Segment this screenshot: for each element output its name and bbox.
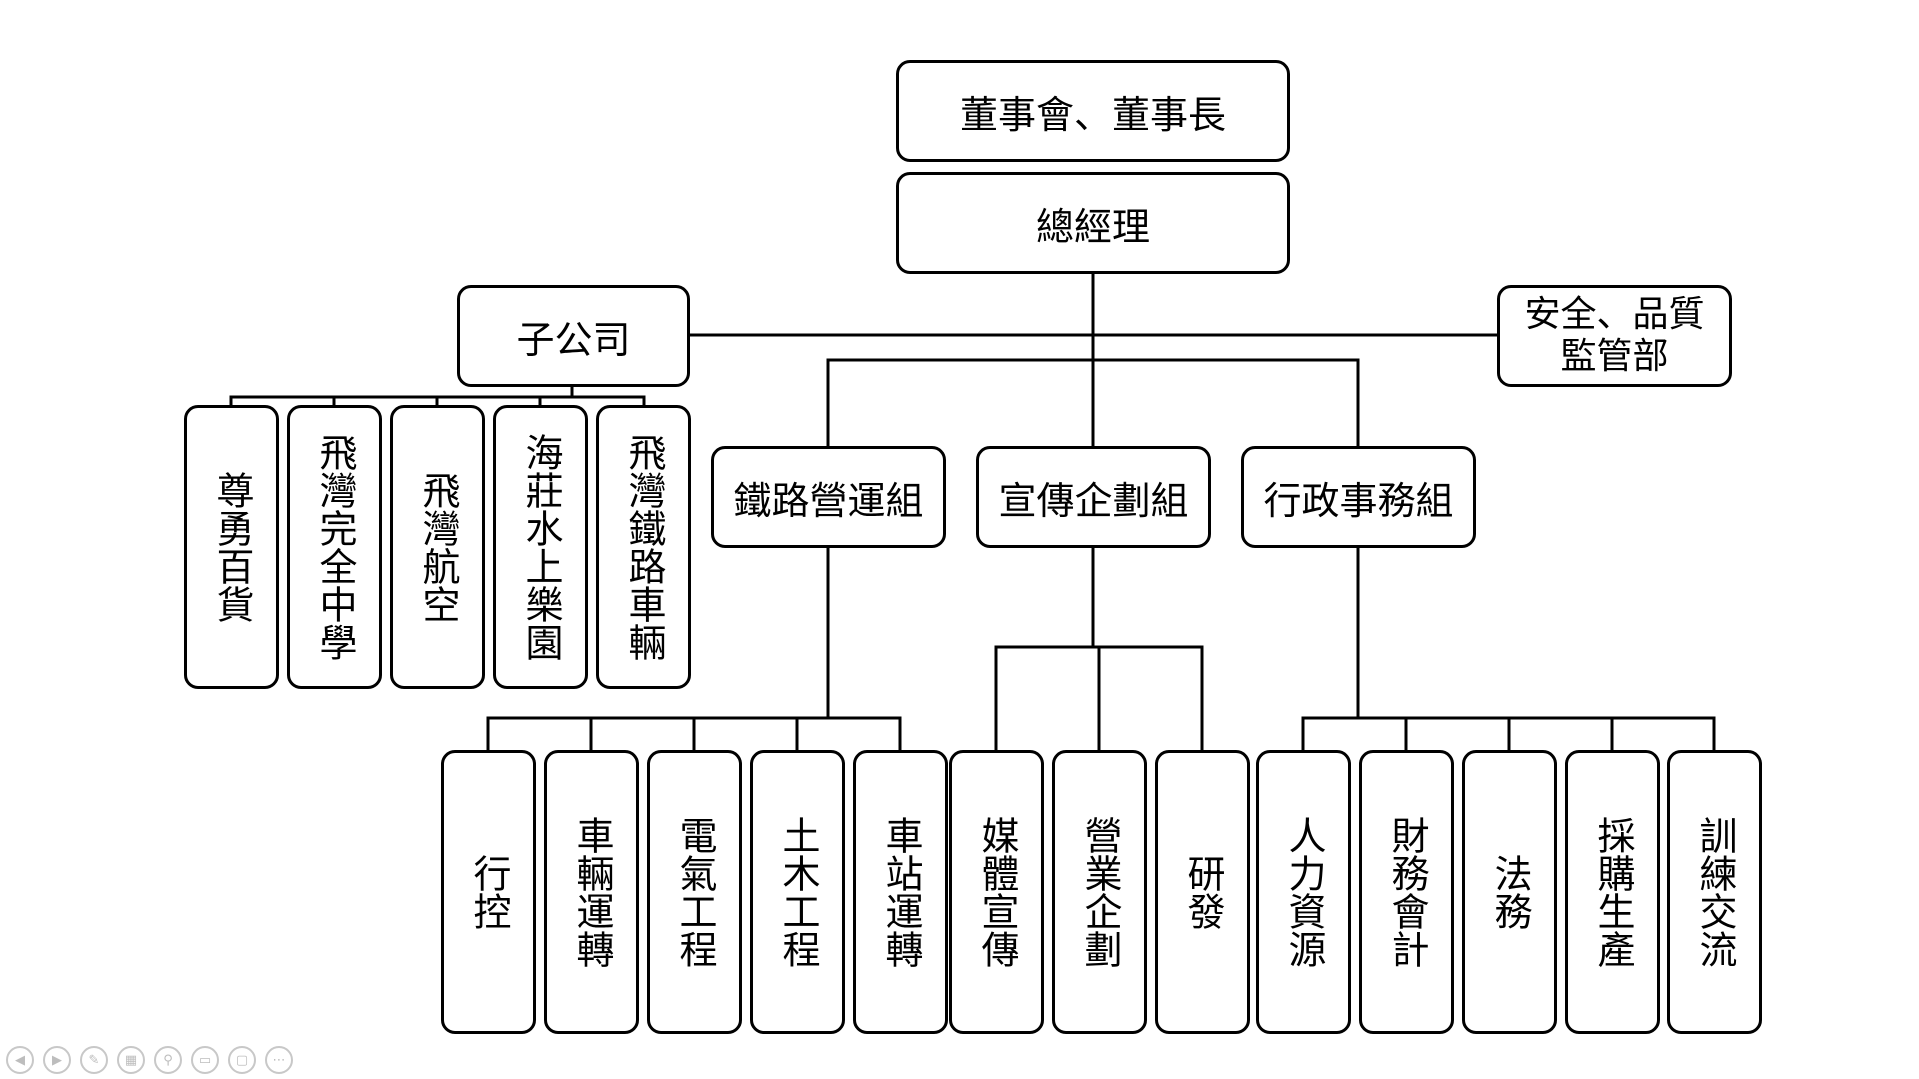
subtitle-icon[interactable]: ▭ (191, 1046, 219, 1074)
admin-child-label: 訓練交流 (1693, 816, 1737, 968)
railway-child-label: 車輛運轉 (570, 816, 614, 968)
pen-icon[interactable]: ✎ (80, 1046, 108, 1074)
railway-child-box: 車輛運轉 (544, 750, 639, 1034)
admin-child-box: 採購生產 (1565, 750, 1660, 1034)
sub-child-box: 尊勇百貨 (184, 405, 279, 689)
gm-box: 總經理 (896, 172, 1290, 274)
camera-off-icon[interactable]: ▢ (228, 1046, 256, 1074)
sub-child-label: 尊勇百貨 (210, 471, 254, 623)
admin-child-label: 人力資源 (1282, 816, 1326, 968)
slides-icon[interactable]: ▦ (117, 1046, 145, 1074)
safety-label-line2: 監管部 (1560, 336, 1669, 377)
board-box: 董事會、董事長 (896, 60, 1290, 162)
admin-child-label: 法務 (1488, 854, 1532, 930)
railway-child-box: 電氣工程 (647, 750, 742, 1034)
railway-child-label: 行控 (467, 854, 511, 930)
railway-box: 鐵路營運組 (711, 446, 946, 548)
publicity-label: 宣傳企劃組 (998, 478, 1189, 523)
sub-child-box: 飛灣鐵路車輛 (596, 405, 691, 689)
railway-child-label: 電氣工程 (673, 816, 717, 968)
publicity-child-box: 媒體宣傳 (949, 750, 1044, 1034)
sub-child-label: 飛灣完全中學 (313, 433, 357, 661)
railway-child-box: 車站運轉 (853, 750, 948, 1034)
next-icon[interactable]: ▶ (43, 1046, 71, 1074)
publicity-child-label: 營業企劃 (1078, 816, 1122, 968)
safety-box: 安全、品質 監管部 (1497, 285, 1732, 387)
publicity-child-box: 營業企劃 (1052, 750, 1147, 1034)
safety-label-line1: 安全、品質 (1524, 294, 1705, 335)
admin-child-label: 採購生產 (1591, 816, 1635, 968)
admin-child-box: 財務會計 (1359, 750, 1454, 1034)
railway-child-label: 土木工程 (776, 816, 820, 968)
admin-child-box: 人力資源 (1256, 750, 1351, 1034)
more-icon[interactable]: ⋯ (265, 1046, 293, 1074)
publicity-child-label: 研發 (1181, 854, 1225, 930)
sub-child-box: 海莊水上樂園 (493, 405, 588, 689)
subsidiary-label: 子公司 (516, 317, 631, 362)
zoom-icon[interactable]: ⚲ (154, 1046, 182, 1074)
railway-label: 鐵路營運組 (733, 478, 924, 523)
gm-label: 總經理 (1035, 204, 1150, 249)
slideshow-toolbar: ◀ ▶ ✎ ▦ ⚲ ▭ ▢ ⋯ (6, 1046, 293, 1076)
admin-child-box: 法務 (1462, 750, 1557, 1034)
publicity-child-box: 研發 (1155, 750, 1250, 1034)
admin-child-box: 訓練交流 (1667, 750, 1762, 1034)
railway-child-box: 行控 (441, 750, 536, 1034)
sub-child-label: 海莊水上樂園 (519, 433, 563, 661)
admin-label: 行政事務組 (1263, 478, 1454, 523)
sub-child-label: 飛灣航空 (416, 471, 460, 623)
prev-icon[interactable]: ◀ (6, 1046, 34, 1074)
railway-child-box: 土木工程 (750, 750, 845, 1034)
publicity-child-label: 媒體宣傳 (975, 816, 1019, 968)
board-label: 董事會、董事長 (959, 92, 1226, 137)
admin-child-label: 財務會計 (1385, 816, 1429, 968)
sub-child-box: 飛灣航空 (390, 405, 485, 689)
publicity-box: 宣傳企劃組 (976, 446, 1211, 548)
admin-box: 行政事務組 (1241, 446, 1476, 548)
subsidiary-box: 子公司 (457, 285, 690, 387)
sub-child-label: 飛灣鐵路車輛 (622, 433, 666, 661)
railway-child-label: 車站運轉 (879, 816, 923, 968)
sub-child-box: 飛灣完全中學 (287, 405, 382, 689)
